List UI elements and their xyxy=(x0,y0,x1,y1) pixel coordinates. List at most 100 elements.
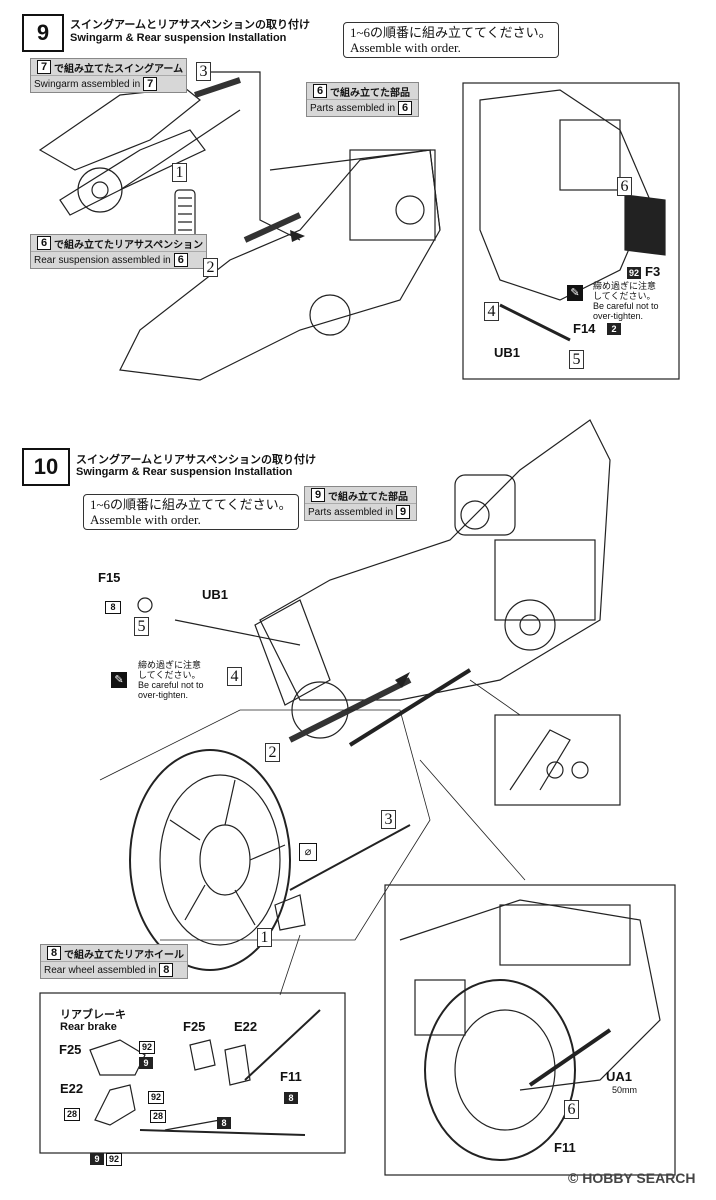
step-10-badge: 10 xyxy=(22,448,70,486)
cover-f3-shape xyxy=(624,194,666,256)
ref-step-number: 7 xyxy=(37,60,51,74)
ref-en-text: Rear suspension assembled in xyxy=(34,254,171,266)
part-code-28: 28 xyxy=(150,1110,166,1123)
part-e22-label: E22 xyxy=(234,1019,258,1034)
step-10-number: 10 xyxy=(33,454,59,479)
rear-wheel-outline xyxy=(129,749,291,971)
step-9-title-en: Swingarm & Rear suspension Installation xyxy=(70,32,287,44)
step-9-number: 9 xyxy=(36,20,50,45)
step-9-order-note-en: Assemble with order. xyxy=(350,40,461,55)
pivot-detail-frame xyxy=(494,714,621,806)
swingarm-outline xyxy=(38,87,201,171)
rear-brake-title-jp: リアブレーキ xyxy=(60,1009,126,1021)
ref-jp-text: で組み立てたスイングアーム xyxy=(54,63,184,75)
order-mark-6: 6 xyxy=(617,177,632,196)
ref-step-number: 6 xyxy=(173,253,188,267)
ref-jp-text: で組み立てたリアホイール xyxy=(64,949,184,961)
order-mark-4: 4 xyxy=(484,302,499,321)
part-f25-label: F25 xyxy=(59,1042,82,1057)
part-f11-label-step10: F11 xyxy=(554,1140,576,1155)
order-mark-2-step10: 2 xyxy=(265,743,280,762)
watermark-text: HOBBY SEARCH xyxy=(582,1170,696,1186)
detail-frame-step9 xyxy=(462,82,680,380)
order-mark-1-step10: 1 xyxy=(257,928,272,947)
step-9-title-jp: スイングアームとリアサスペンションの取り付け xyxy=(70,19,311,31)
engine-outline-step9 xyxy=(349,149,436,241)
part-f3-label: F3 xyxy=(645,264,661,279)
step-10-order-note-en: Assemble with order. xyxy=(90,512,201,527)
part-f14-label: F14 xyxy=(573,321,596,336)
part-ua1-length: 50mm xyxy=(612,1085,638,1095)
part-f11-label: F11 xyxy=(280,1069,302,1084)
order-mark-2: 2 xyxy=(203,258,218,277)
rear-brake-title-en: Rear brake xyxy=(60,1021,117,1033)
part-code-8: 8 xyxy=(284,1092,298,1104)
caution-en-line1: Be careful not to xyxy=(593,301,659,311)
ref-step-number: 6 xyxy=(37,236,51,250)
caution-en-line2: over-tighten. xyxy=(138,690,189,700)
step-9-order-note: 1~6の順番に組み立ててください。 Assemble with order. xyxy=(343,22,559,58)
order-mark-5-step10: 5 xyxy=(134,617,149,636)
step-9-order-note-jp: 1~6の順番に組み立ててください。 xyxy=(350,25,552,40)
order-mark-3-step10: 3 xyxy=(381,810,396,829)
part-code-9: 9 xyxy=(90,1153,104,1165)
order-mark-3: 3 xyxy=(196,62,211,81)
part-code-92: 92 xyxy=(139,1041,155,1054)
do-not-glue-icon: ⌀ xyxy=(299,843,317,861)
part-e22-label-2: E22 xyxy=(60,1081,84,1096)
step-10-order-note: 1~6の順番に組み立ててください。 Assemble with order. xyxy=(83,494,299,530)
order-mark-6-step10: 6 xyxy=(564,1100,579,1119)
step-10-title-en: Swingarm & Rear suspension Installation xyxy=(76,466,293,478)
caution-en-line2: over-tighten. xyxy=(593,311,644,321)
caution-jp-line1: 締め過ぎに注意 xyxy=(138,660,202,670)
ref-en-text: Parts assembled in xyxy=(310,102,396,114)
order-mark-1: 1 xyxy=(172,163,187,182)
caution-text-step9: 締め過ぎに注意 してください。 Be careful not to over-t… xyxy=(593,281,659,321)
ref-jp-text: で組み立てたリアサスペンション xyxy=(54,239,204,251)
order-mark-5: 5 xyxy=(569,350,584,369)
caution-en-line1: Be careful not to xyxy=(138,680,204,690)
ref-step-number: 6 xyxy=(398,101,413,115)
caution-jp-line2: してください。 xyxy=(138,670,201,680)
part-code-92: 92 xyxy=(106,1153,122,1166)
part-code-8: 8 xyxy=(217,1117,231,1129)
part-code-28: 28 xyxy=(64,1108,80,1121)
ref-step-number: 9 xyxy=(396,505,411,519)
ref-step-number: 8 xyxy=(159,963,174,977)
rear-brake-frame xyxy=(39,992,346,1154)
ref-step-number: 8 xyxy=(47,946,61,960)
caution-jp-line1: 締め過ぎに注意 xyxy=(593,281,657,291)
part-ub1-label-step10: UB1 xyxy=(202,587,229,602)
step-10-order-note-jp: 1~6の順番に組み立ててください。 xyxy=(90,497,292,512)
part-ua1-label: UA1 xyxy=(606,1069,633,1084)
part-code-92: 92 xyxy=(627,267,641,279)
ref-en-text: Parts assembled in xyxy=(308,506,394,518)
caution-jp-line2: してください。 xyxy=(593,291,656,301)
sprocket-outline xyxy=(77,167,123,213)
step-10-title-jp: スイングアームとリアサスペンションの取り付け xyxy=(76,454,317,466)
ref-en-text: Swingarm assembled in xyxy=(34,78,141,90)
ref-jp-text: で組み立てた部品 xyxy=(330,87,410,99)
ref-jp-text: で組み立てた部品 xyxy=(328,491,408,503)
caution-icon: ✎ xyxy=(111,672,127,688)
ref-step-number: 7 xyxy=(143,77,158,91)
part-code-2: 2 xyxy=(607,323,621,335)
completed-view-frame xyxy=(384,884,676,1176)
ref-step-number: 9 xyxy=(311,488,325,502)
order-mark-4-step10: 4 xyxy=(227,667,242,686)
part-f15-label: F15 xyxy=(98,570,121,585)
ref-en-text: Rear wheel assembled in xyxy=(44,964,157,976)
caution-text-step10: 締め過ぎに注意 してください。 Be careful not to over-t… xyxy=(138,660,204,700)
part-code-8: 8 xyxy=(105,601,121,614)
step-9-badge: 9 xyxy=(22,14,64,52)
part-code-92: 92 xyxy=(148,1091,164,1104)
watermark-logo: © HOBBY SEARCH xyxy=(568,1170,696,1186)
part-ub1-label: UB1 xyxy=(494,345,521,360)
part-code-9: 9 xyxy=(139,1057,153,1069)
ref-step-number: 6 xyxy=(313,84,327,98)
